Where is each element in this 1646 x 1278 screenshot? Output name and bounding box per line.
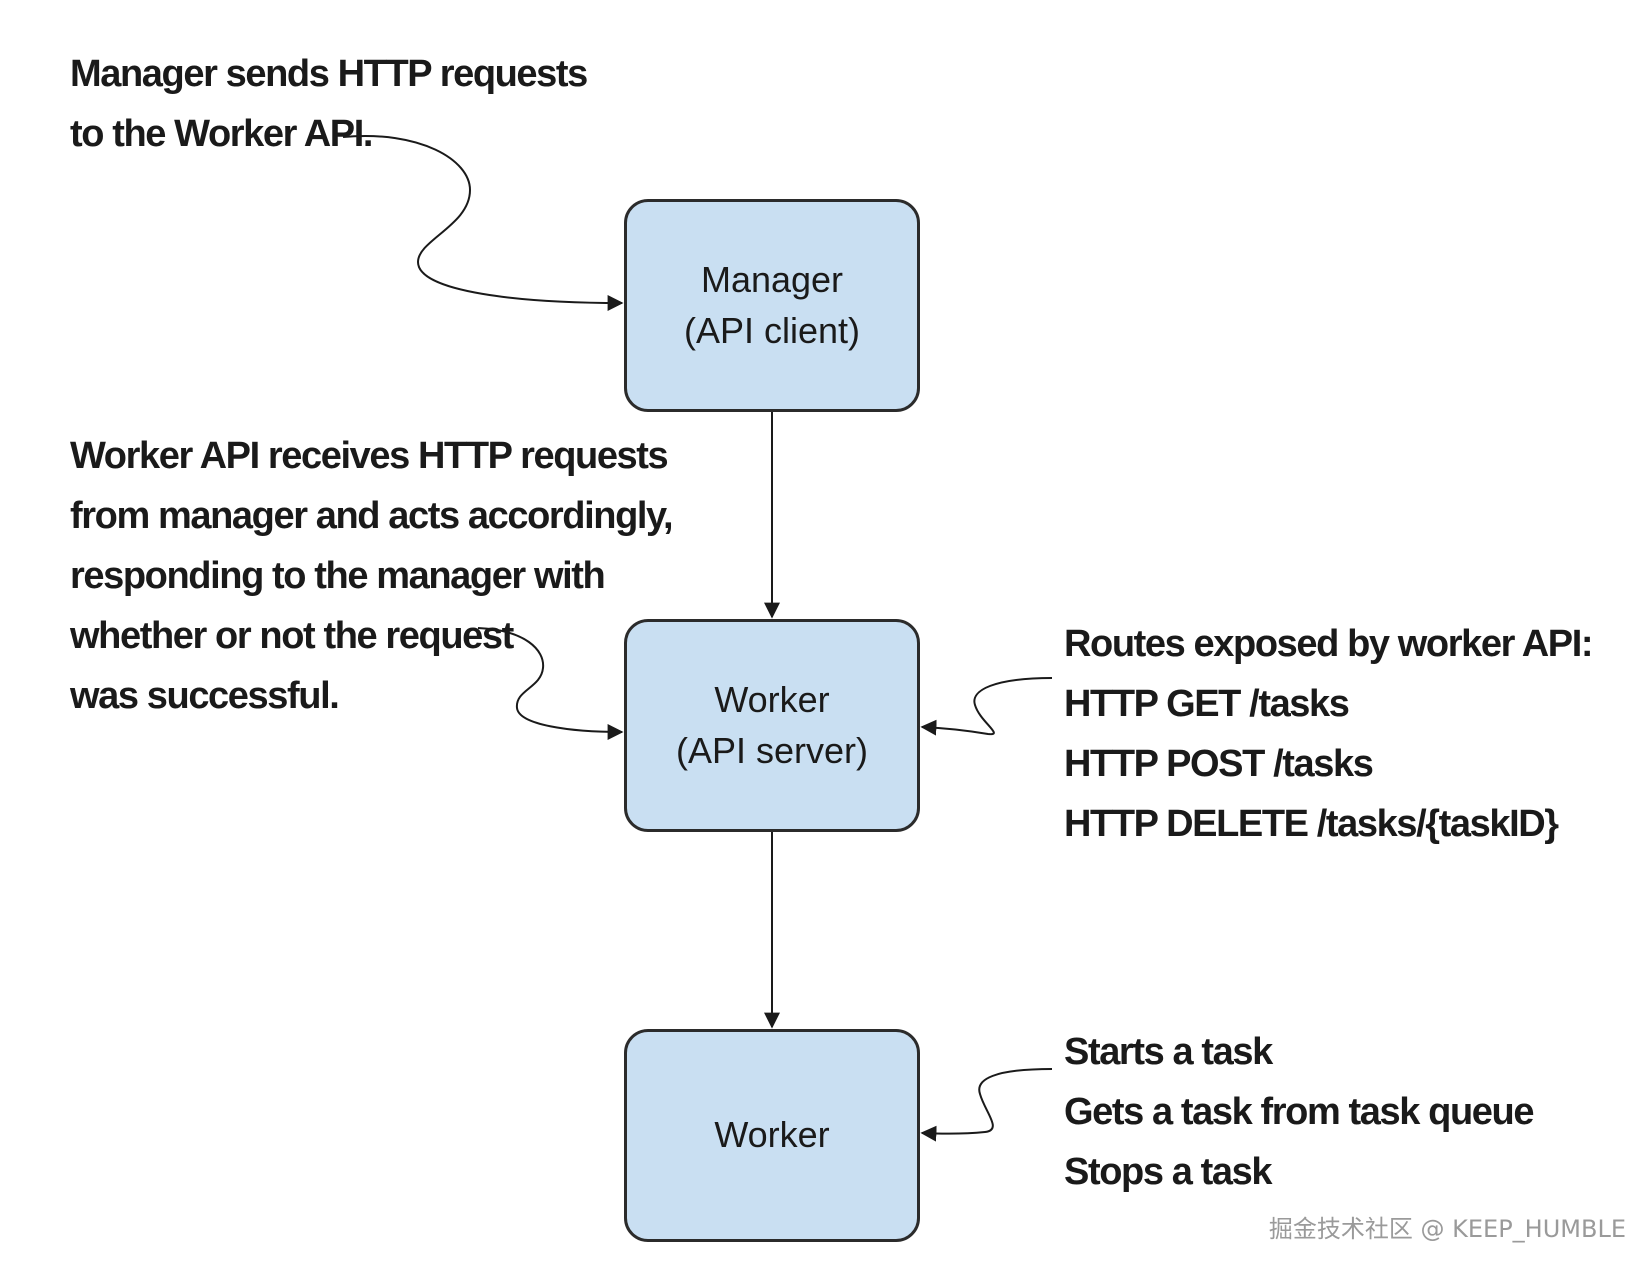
annotation-line: responding to the manager with: [70, 555, 606, 597]
annotation-line: Gets a task from task queue: [1064, 1091, 1534, 1133]
leader-manager-note: [342, 135, 624, 311]
annotation-line: Routes exposed by worker API:: [1064, 623, 1594, 665]
annotation-line: Manager sends HTTP requests: [70, 53, 588, 95]
node-manager-line: (API client): [683, 309, 861, 351]
annotation-line: Stops a task: [1064, 1151, 1272, 1193]
annotation-line: Starts a task: [1064, 1031, 1273, 1073]
leader-worker-note: [920, 1068, 1053, 1142]
watermark: 掘金技术社区 @ KEEP_HUMBLE: [1268, 1215, 1626, 1243]
node-worker: Worker: [624, 1029, 920, 1242]
node-manager-line: Manager: [700, 259, 844, 301]
node-worker-api-line: (API server): [675, 729, 869, 771]
node-manager: Manager (API client): [624, 199, 920, 412]
annotation-line: to the Worker API.: [70, 113, 373, 155]
annotation-line: HTTP DELETE /tasks/{taskID}: [1064, 803, 1559, 845]
node-worker-api-server: Worker (API server): [624, 619, 920, 832]
annotation-line: was successful.: [70, 675, 340, 717]
annotation-worker-api: Worker API receives HTTP requests from m…: [70, 426, 674, 726]
leader-routes-note: [920, 677, 1053, 736]
annotation-line: whether or not the request: [70, 615, 514, 657]
annotation-worker: Starts a task Gets a task from task queu…: [1064, 1022, 1534, 1202]
annotation-line: from manager and acts accordingly,: [70, 495, 674, 537]
node-worker-line: Worker: [714, 1114, 830, 1156]
annotation-line: HTTP POST /tasks: [1064, 743, 1374, 785]
annotation-manager: Manager sends HTTP requests to the Worke…: [70, 44, 588, 164]
annotation-line: HTTP GET /tasks: [1064, 683, 1350, 725]
annotation-line: Worker API receives HTTP requests: [70, 435, 669, 477]
node-worker-api-line: Worker: [714, 679, 830, 721]
annotation-routes: Routes exposed by worker API: HTTP GET /…: [1064, 614, 1594, 854]
leader-worker-api-note: [477, 627, 624, 740]
